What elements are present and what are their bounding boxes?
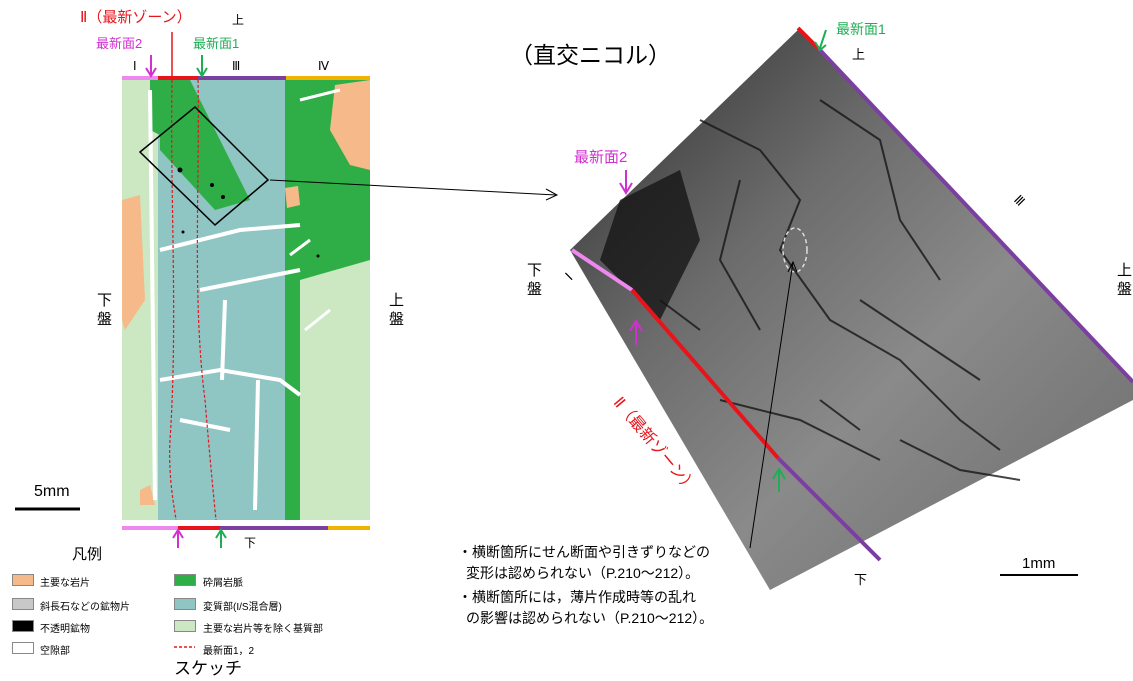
rock-fragment-2 [122,195,145,330]
zone-bar-I-top [122,76,158,80]
photo-edge-red-top [796,26,820,50]
void-cracks-right [289,88,341,332]
photo-top-label: 上 [852,47,866,62]
rock-fragment-1 [330,80,370,170]
note-line-2: 変形は認められない（P.210〜212）。 [466,565,700,581]
zone-bar-II-top [158,76,198,80]
opaque-mineral [177,167,183,173]
legend-title: 凡例 [72,546,103,563]
legend-swatch-mineral [12,598,34,610]
photomicrograph [570,28,1133,590]
photo-edge-red-bottom [630,288,780,460]
surface2-arrow-top [145,55,157,78]
photo-title: （直交ニコル） [510,42,671,68]
sketch-caption: スケッチ [174,659,242,678]
clastic-dike-small [150,80,170,140]
note-line-4: の影響は認められない（P.210〜212）。 [466,610,714,626]
surface1-arrow-bottom [215,528,227,548]
matrix-right [300,260,370,520]
note-leader [749,261,794,549]
latest-surface-2-line [169,79,177,521]
photo-scale-label: 1mm [1022,555,1056,572]
latest-surface-1-line [196,79,217,521]
photo-right-side-label: 上盤 [1115,262,1132,300]
pointer-arrowhead [545,188,559,201]
legend-label-surface: 最新面1，2 [203,646,255,657]
photo-surface2-arrow-bottom [629,319,643,345]
photo-dark-area [600,170,700,320]
note-leader-arrowhead [787,260,798,273]
sketch-zone-IV-label: Ⅳ [318,59,330,73]
photo-surface2-arrow [619,170,633,195]
sketch-zone-I-label: Ⅰ [133,59,137,73]
zone-bar-II-bottom [178,526,220,530]
zone-bar-I-bottom [122,526,178,530]
legend-swatch-opaque [12,620,34,632]
zone-bar-III-top [198,76,286,80]
legend-swatch-dike [174,574,196,586]
legend-swatch-altered [174,598,196,610]
legend-label-void: 空隙部 [40,646,70,657]
legend-label-dike: 砕屑岩脈 [203,578,243,589]
legend-label-rock: 主要な岩片 [40,578,90,589]
photo-surface1-arrow-bottom [772,467,786,492]
sketch-surface1-label: 最新面1 [193,36,240,51]
photo-edge-purple-bottom [776,456,882,562]
legend-swatch-matrix [174,620,196,632]
legend-label-mineral: 斜長石などの鉱物片 [40,602,130,613]
legend-label-altered: 変質部(I/S混合層) [203,602,282,613]
sketch-left-side-label: 下盤 [95,292,112,330]
legend-label-opaque: 不透明鉱物 [40,624,90,635]
photo-edge-purple-top [816,46,1133,384]
photo-left-side-label: 下盤 [525,262,542,300]
note-line-3: ・横断箇所には，薄片作成時等の乱れ [458,589,696,605]
zone-bar-IV-top [286,76,370,80]
photo-surface1-arrow-top [814,29,827,52]
clastic-dike-upper [160,80,250,210]
sketch-zone-III-label: Ⅲ [232,59,241,73]
pointer-line [269,179,557,196]
zone-bar-IV-bottom [328,526,370,530]
void-cracks [148,89,302,511]
photo-surface2-label: 最新面2 [574,149,628,166]
sketch-zone-label: Ⅱ（最新ゾーン） [80,9,192,26]
legend-swatch-rock [12,574,34,586]
photo-surface1-label: 最新面1 [836,21,886,37]
enlarged-area-frame [138,105,270,227]
photo-bottom-label: 下 [854,572,868,587]
zone-bar-III-bottom [220,526,328,530]
legend-label-matrix: 主要な岩片等を除く基質部 [203,624,323,635]
opaque-mineral [210,183,214,187]
opaque-mineral [181,230,185,234]
sketch-bottom-label: 下 [244,536,257,550]
note-line-1: ・横断箇所にせん断面や引きずりなどの [458,544,710,560]
photo-fractures [659,99,1021,481]
legend-swatch-void [12,642,34,654]
observation-circle [782,227,808,273]
opaque-mineral [221,195,225,199]
rock-fragment-4 [285,186,300,208]
surface1-arrow-top [196,55,208,78]
surface2-arrow-bottom [172,528,184,548]
sketch-top-label: 上 [232,13,245,27]
opaque-mineral [316,254,320,258]
sketch-right-side-label: 上盤 [387,292,404,330]
photo-edge-pink [570,248,634,292]
rock-fragment-3 [140,485,155,505]
sketch-scale-label: 5mm [34,483,70,500]
sketch-surface2-label: 最新面2 [96,36,143,51]
